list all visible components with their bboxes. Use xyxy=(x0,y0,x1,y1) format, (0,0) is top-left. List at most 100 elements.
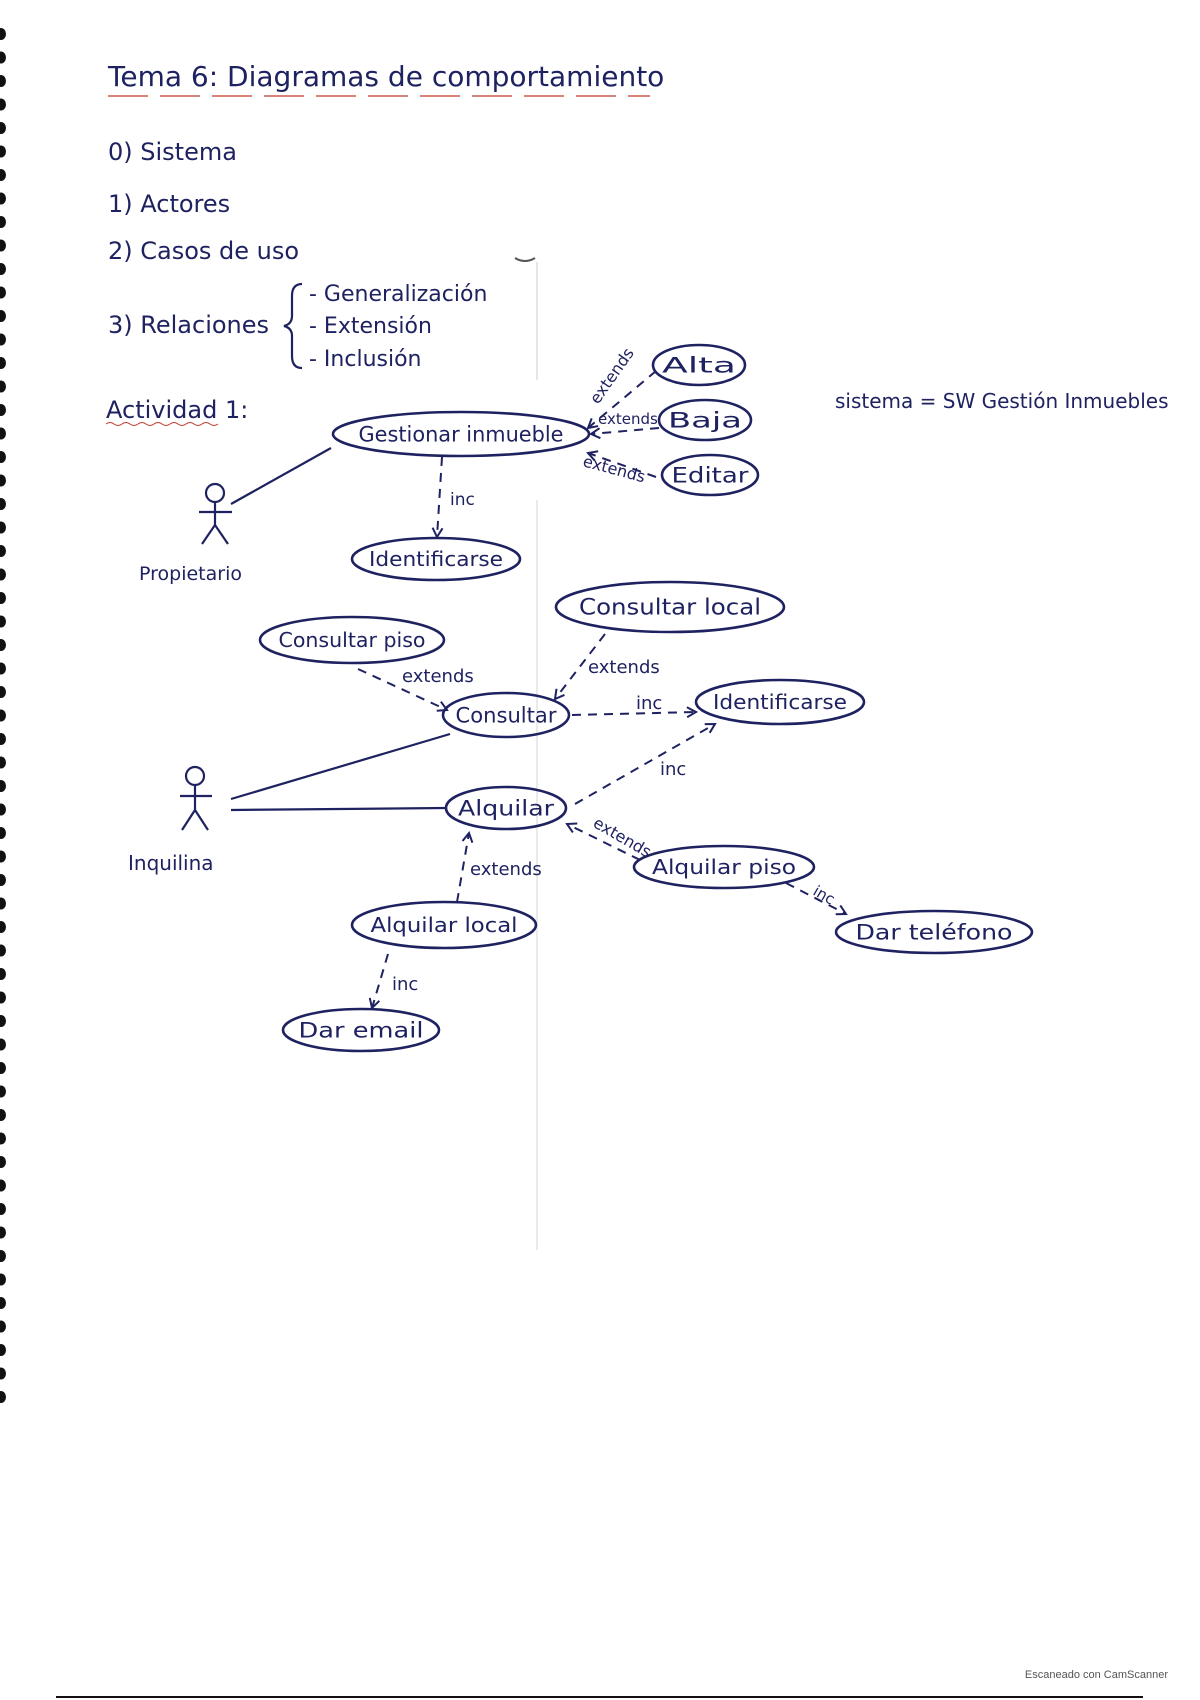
binder-hole xyxy=(0,1367,6,1380)
binder-hole xyxy=(0,521,6,534)
actor-owner-label: Propietario xyxy=(139,563,242,585)
binder-hole xyxy=(0,1132,6,1145)
binder-holes xyxy=(0,28,6,1403)
relation-label: extends xyxy=(586,344,638,407)
binder-hole xyxy=(0,991,6,1004)
use-case-ellipse xyxy=(350,900,538,950)
binder-hole xyxy=(0,756,6,769)
binder-hole xyxy=(0,474,6,487)
outline-item: 2) Casos de uso xyxy=(108,237,299,265)
use-case-label: Editar xyxy=(672,463,749,487)
extend-arrow xyxy=(588,453,657,478)
binder-hole xyxy=(0,662,6,675)
binder-hole xyxy=(0,615,6,628)
binder-hole xyxy=(0,310,6,322)
include-arrow xyxy=(571,712,696,715)
binder-hole xyxy=(0,427,6,440)
binder-hole xyxy=(0,874,6,886)
use-case-ellipse xyxy=(694,678,866,726)
use-case-consultar-local: Consultar local xyxy=(554,580,786,634)
relation-type: - Generalización xyxy=(309,282,487,307)
relation-label: extends xyxy=(402,666,474,687)
binder-hole xyxy=(0,263,6,275)
use-case-label: Alquilar xyxy=(458,796,554,820)
use-case-label: Dar email xyxy=(299,1018,424,1042)
actor-tenant xyxy=(180,765,212,831)
association-line xyxy=(230,447,332,505)
use-case-ellipse xyxy=(660,453,760,497)
outline-item: 0) Sistema xyxy=(108,138,237,166)
use-case-consultar-piso: Consultar piso xyxy=(258,615,446,665)
binder-hole xyxy=(0,545,6,557)
relation-label: inc xyxy=(660,759,686,780)
binder-hole xyxy=(0,239,6,252)
binder-hole xyxy=(0,498,6,510)
use-case-ellipse xyxy=(350,536,522,582)
binder-hole xyxy=(0,451,6,463)
binder-hole xyxy=(0,850,6,863)
extend-arrow xyxy=(591,427,660,434)
binder-hole xyxy=(0,1179,6,1192)
use-case-consultar: Consultar xyxy=(441,691,571,739)
use-case-label: Gestionar inmueble xyxy=(359,422,564,446)
binder-hole xyxy=(0,357,6,369)
binder-hole xyxy=(0,733,6,745)
relation-label: inc xyxy=(450,490,475,510)
use-case-label: Alquilar local xyxy=(371,913,518,937)
association-line xyxy=(230,806,447,812)
binder-hole xyxy=(0,333,6,346)
binder-hole xyxy=(0,1038,6,1051)
outline-item: 1) Actores xyxy=(108,190,230,218)
binder-hole xyxy=(0,1250,6,1262)
binder-hole xyxy=(0,968,6,980)
binder-hole xyxy=(0,803,6,816)
use-case-ellipse xyxy=(834,909,1034,955)
use-case-label: Alquilar piso xyxy=(652,855,796,879)
extend-arrow xyxy=(357,668,447,710)
outline-item: 3) Relaciones xyxy=(108,311,269,339)
use-case-editar: Editar xyxy=(660,453,760,497)
use-case-alquilar: Alquilar xyxy=(444,785,568,831)
binder-hole xyxy=(0,1226,6,1239)
spellcheck-underline xyxy=(105,422,219,426)
use-case-ellipse xyxy=(554,580,786,634)
relation-label: extends xyxy=(588,657,660,678)
stray-mark xyxy=(514,257,536,262)
binder-hole xyxy=(0,1344,6,1356)
use-case-ellipse xyxy=(632,844,816,890)
relation-label: inc xyxy=(392,974,418,995)
relation-label: extends xyxy=(590,813,655,861)
use-case-ellipse xyxy=(258,615,446,665)
binder-hole xyxy=(0,1015,6,1027)
binder-hole xyxy=(0,709,6,722)
binder-hole xyxy=(0,75,6,87)
binder-hole xyxy=(0,1156,6,1168)
include-arrow xyxy=(372,953,389,1008)
use-case-ellipse xyxy=(441,691,571,739)
use-case-label: Identificarse xyxy=(713,690,847,714)
binder-hole xyxy=(0,145,6,158)
extend-arrow xyxy=(567,824,641,861)
system-note: sistema = SW Gestión Inmuebles xyxy=(835,389,1169,413)
relation-label: extends xyxy=(598,410,658,428)
use-case-gestionar: Gestionar inmueble xyxy=(331,410,591,458)
page-title: Tema 6: Diagramas de comportamiento xyxy=(107,60,664,93)
binder-hole xyxy=(0,169,6,181)
binder-hole xyxy=(0,686,6,698)
binder-hole xyxy=(0,1203,6,1215)
binder-hole xyxy=(0,51,6,64)
use-case-dar-email: Dar email xyxy=(281,1007,441,1053)
binder-hole xyxy=(0,592,6,604)
binder-hole xyxy=(0,216,6,228)
relation-label: inc xyxy=(636,693,662,714)
binder-hole xyxy=(0,639,6,651)
use-case-label: Baja xyxy=(668,408,742,432)
binder-hole xyxy=(0,286,6,299)
extend-arrow xyxy=(456,833,469,903)
binder-hole xyxy=(0,1273,6,1286)
use-case-alta: Alta xyxy=(651,343,747,387)
use-case-ellipse xyxy=(657,398,753,442)
association-line xyxy=(230,732,451,801)
relation-label: extends xyxy=(581,452,648,487)
